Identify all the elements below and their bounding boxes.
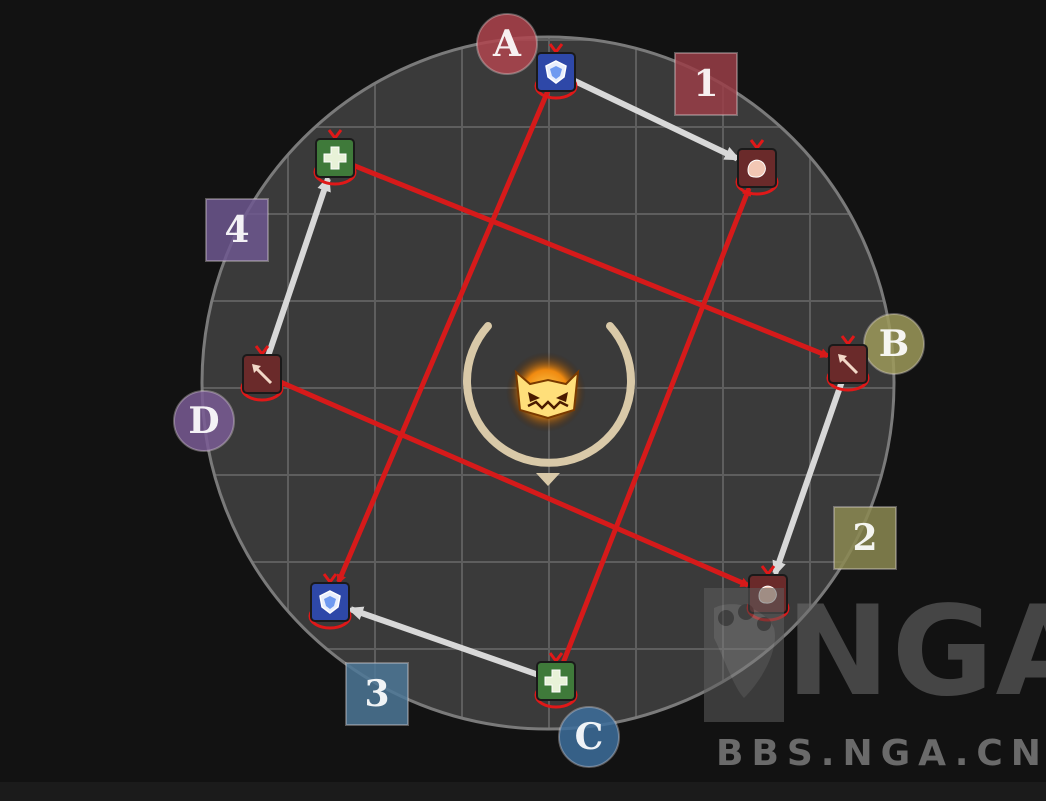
player-tank-marker[interactable] — [308, 573, 352, 630]
waymark-1-shape — [674, 52, 738, 116]
melee-icon — [747, 159, 766, 178]
watermark-word: NGA — [786, 580, 1046, 724]
red-arrow — [350, 162, 831, 359]
waymark-d-label: D — [188, 400, 219, 442]
waymark-a-shape — [476, 13, 538, 75]
waymark-layer: 1 2 3 4 A B C D — [173, 13, 925, 768]
boss-facing-ring — [463, 322, 635, 467]
waymark-1[interactable]: 1 — [674, 52, 738, 116]
waymark-2-label: 2 — [852, 517, 877, 559]
healer-cross-icon — [323, 146, 347, 170]
player-dps-marker[interactable] — [826, 335, 870, 392]
white-arrow — [772, 381, 845, 577]
player-dps-marker[interactable] — [240, 345, 284, 402]
waymark-c-label: C — [575, 716, 604, 758]
red-arrow — [277, 378, 751, 588]
waymark-d-shape — [173, 390, 235, 452]
waymark-4-shape — [205, 198, 269, 262]
waymark-2[interactable]: 2 — [833, 506, 897, 570]
healer-cross-icon — [544, 669, 568, 693]
white-arrow — [346, 606, 539, 678]
waymark-3-shape — [345, 662, 409, 726]
watermark-url: BBS.NGA.CN — [716, 733, 1046, 774]
waymark-b-label: B — [879, 323, 909, 365]
white-arrow — [265, 175, 331, 357]
red-path-layer — [277, 87, 831, 666]
red-arrow — [560, 185, 752, 666]
arena-rim — [200, 35, 896, 731]
waymark-1-label: 1 — [693, 63, 718, 105]
waymark-4[interactable]: 4 — [205, 198, 269, 262]
waymark-4-label: 4 — [224, 209, 249, 251]
player-healer-marker[interactable] — [313, 129, 357, 186]
waymark-c[interactable]: C — [558, 706, 620, 768]
player-tank-marker[interactable] — [534, 43, 578, 100]
bear-paw-icon — [704, 588, 784, 722]
waymark-2-shape — [833, 506, 897, 570]
watermark-logo: NGA — [704, 580, 1046, 724]
boss-face-icon — [514, 369, 580, 420]
white-path-layer — [265, 77, 845, 678]
red-arrow — [336, 87, 552, 585]
waymark-b[interactable]: B — [863, 313, 925, 375]
waymark-a[interactable]: A — [476, 13, 538, 75]
player-dps-marker[interactable] — [735, 139, 779, 196]
white-arrow — [572, 77, 741, 162]
player-healer-marker[interactable] — [534, 652, 578, 709]
waymark-b-shape — [863, 313, 925, 375]
waymark-c-shape — [558, 706, 620, 768]
bottom-bar — [0, 782, 1046, 801]
waymark-3[interactable]: 3 — [345, 662, 409, 726]
waymark-a-label: A — [492, 23, 522, 65]
waymark-3-label: 3 — [364, 673, 389, 715]
waymark-d[interactable]: D — [173, 390, 235, 452]
boss-marker[interactable] — [463, 322, 635, 486]
boss-facing-arrow — [536, 473, 560, 486]
